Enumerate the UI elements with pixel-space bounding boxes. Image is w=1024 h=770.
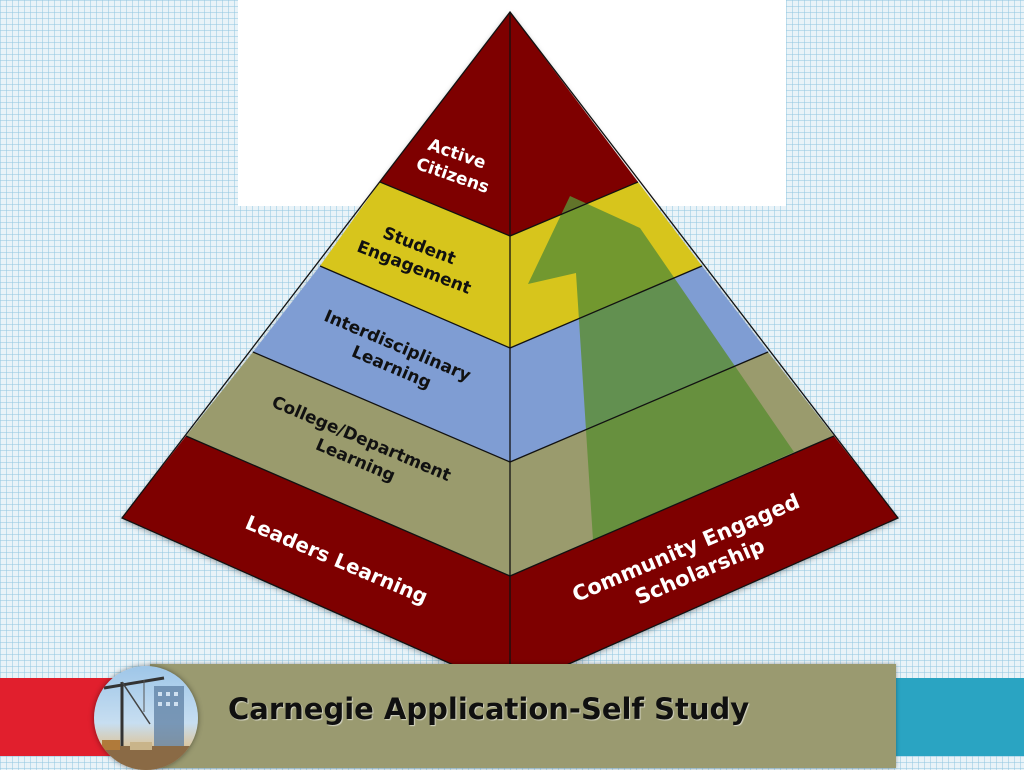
tier-student-engagement-left <box>320 182 510 348</box>
tier-college-left <box>186 352 510 576</box>
upward-arrow-icon <box>528 196 794 540</box>
tier-outlines <box>120 10 900 691</box>
tier-community-right <box>510 436 898 690</box>
tier-leaders-left <box>122 436 510 690</box>
construction-crane-photo <box>94 666 198 770</box>
footer-band <box>150 664 896 768</box>
tier-active-citizens-right <box>510 12 638 236</box>
tier-interdisciplinary-left <box>253 266 510 462</box>
footer-title: Carnegie Application-Self Study <box>228 692 750 726</box>
footer-teal-stripe <box>890 678 1024 756</box>
crane-icon <box>94 676 198 770</box>
tier-active-citizens-left <box>380 12 510 236</box>
